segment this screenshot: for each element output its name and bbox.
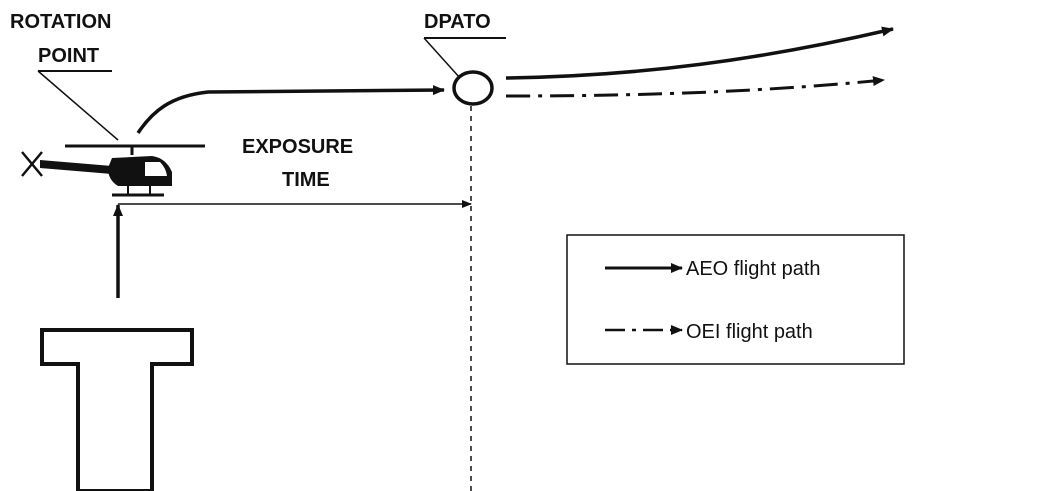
exposure-time-label-line2: TIME: [282, 169, 330, 191]
helicopter-icon: [21, 144, 205, 197]
initial-climb-path: [136, 85, 445, 134]
exposure-time-label-line1: EXPOSURE: [242, 136, 353, 158]
oei-flight-path-after-dpato: [505, 76, 885, 98]
helipad-structure: [40, 328, 194, 491]
rotation-point-label-line2: POINT: [38, 45, 99, 67]
dpato-leader: [423, 37, 461, 79]
rotation-point-leader: [37, 70, 119, 141]
legend: AEO flight path OEI flight path: [566, 234, 905, 365]
legend-box: [566, 234, 905, 365]
dpato-point-marker: [452, 70, 494, 106]
rotation-point-label-line1: ROTATION: [10, 11, 111, 33]
dpato-label: DPATO: [424, 11, 491, 33]
legend-oei-label: OEI flight path: [686, 321, 813, 343]
legend-aeo-label: AEO flight path: [686, 258, 821, 280]
aeo-flight-path-after-dpato: [505, 26, 894, 80]
